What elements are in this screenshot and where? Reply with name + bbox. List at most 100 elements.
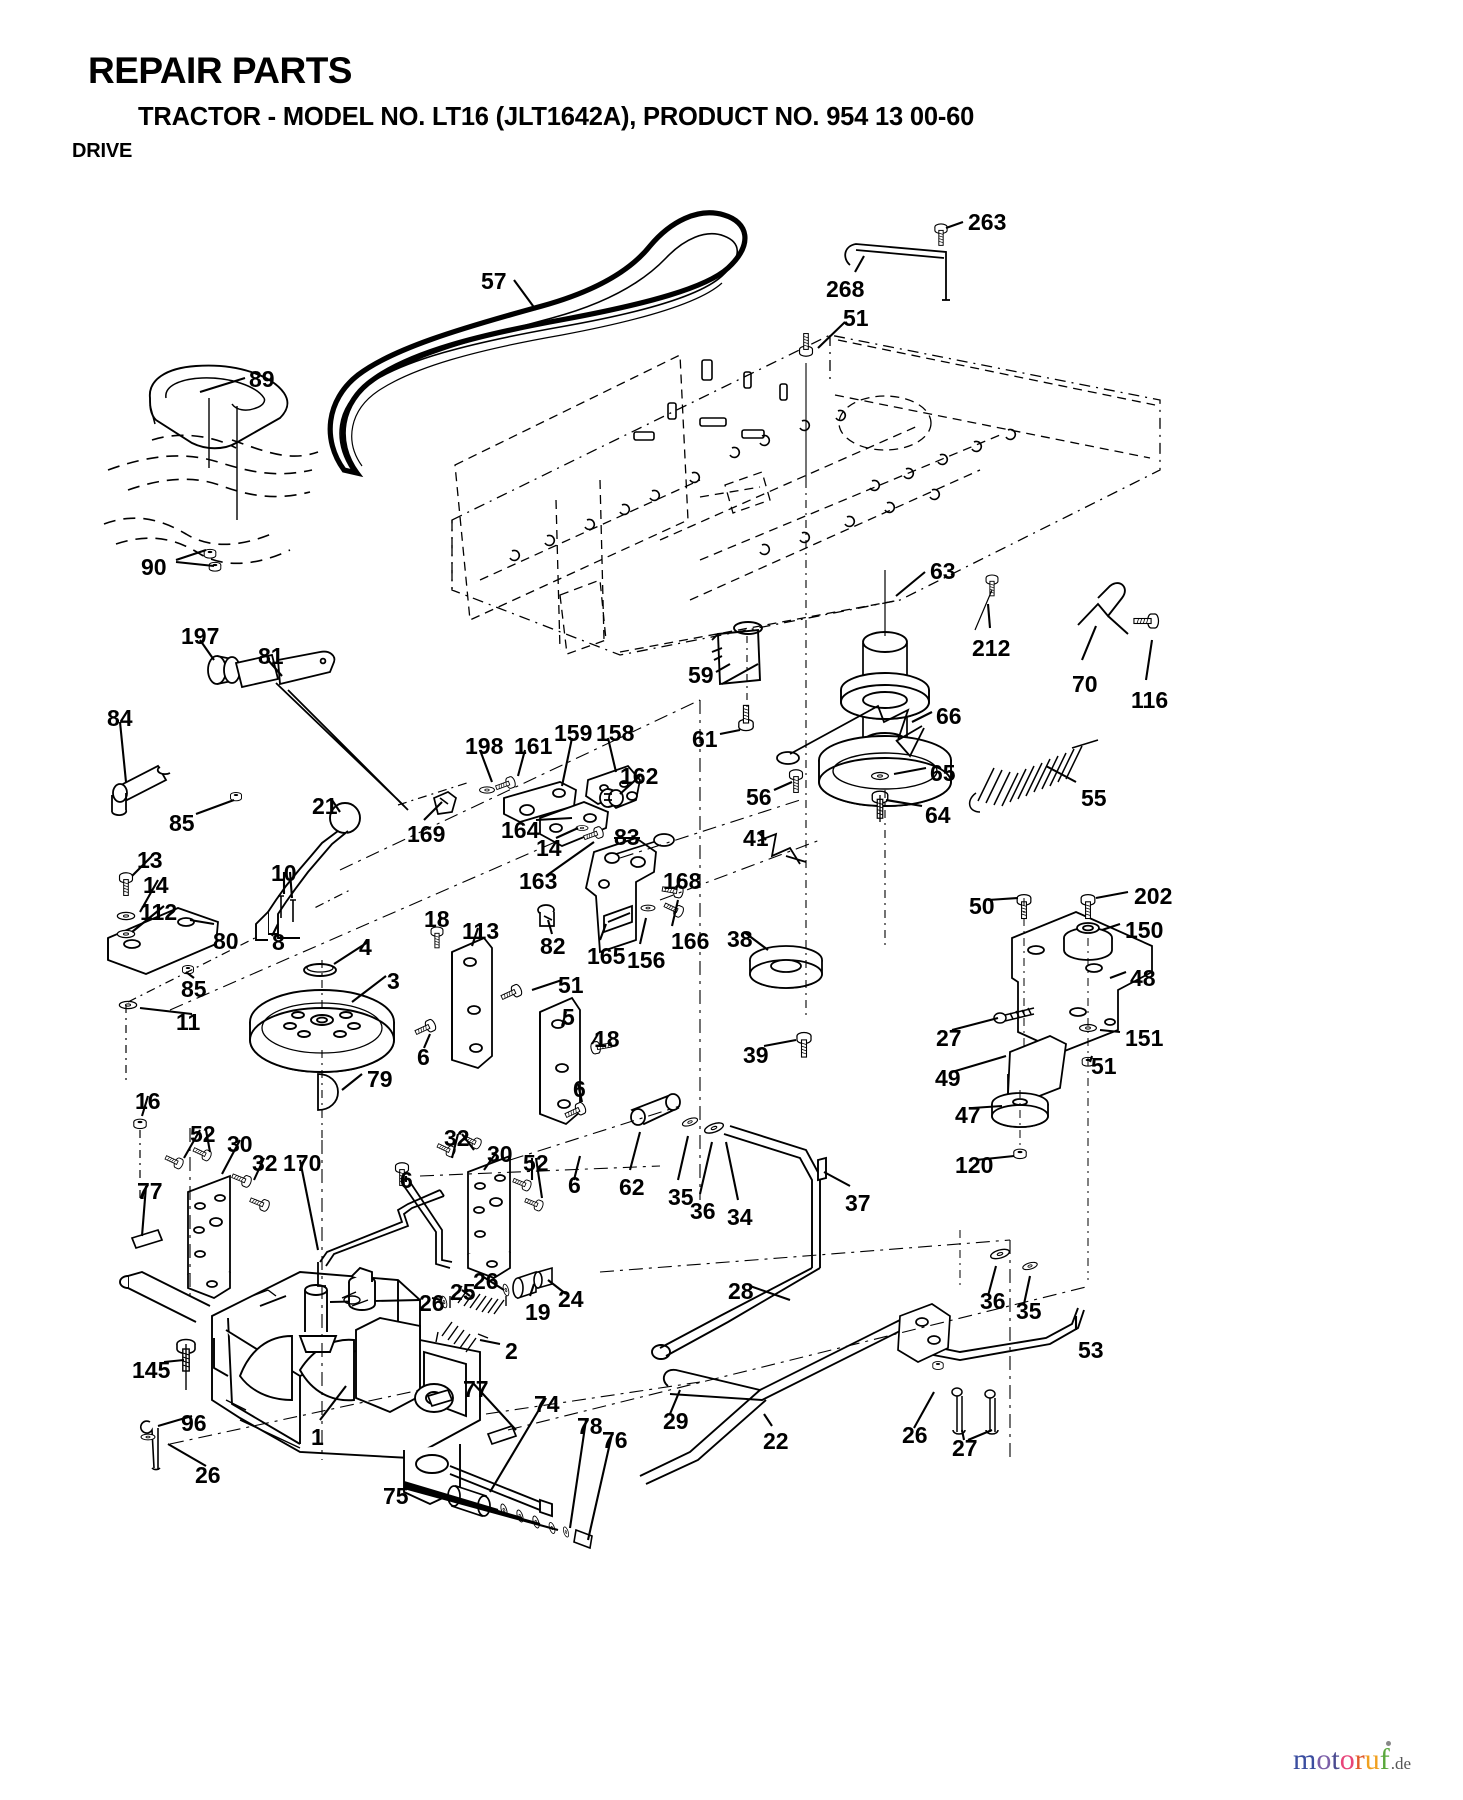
bolt-51-top: [798, 332, 814, 480]
nut-19: [512, 1270, 537, 1300]
washer-198: [479, 786, 495, 794]
part-callout-39: 39: [743, 1042, 769, 1068]
frame-detail-dashes: [454, 339, 1156, 655]
part-callout-79: 79: [367, 1066, 393, 1092]
part-callout-35b: 35: [1016, 1298, 1042, 1324]
watermark-tld: .de: [1390, 1754, 1411, 1773]
nut-24: [533, 1266, 553, 1290]
bolt-161: [493, 775, 518, 794]
part-callout-212: 212: [972, 635, 1011, 661]
watermark-letter-m: m: [1293, 1743, 1317, 1776]
bracket-5: [539, 996, 581, 1126]
part-callout-57: 57: [481, 268, 507, 294]
watermark-letter-f: f: [1379, 1743, 1390, 1776]
part-callout-85b: 85: [181, 976, 207, 1002]
part-callout-48: 48: [1130, 965, 1156, 991]
part-callout-151: 151: [1125, 1025, 1164, 1051]
watermark-letter-u: u: [1364, 1743, 1380, 1776]
part-callout-30b: 30: [487, 1141, 513, 1167]
watermark-letter-t: t: [1331, 1743, 1340, 1776]
part-callout-83: 83: [614, 824, 640, 850]
bolt-52-c: [511, 1174, 533, 1193]
part-callout-29: 29: [663, 1408, 689, 1434]
part-callout-13: 13: [137, 847, 163, 873]
bushing-162: [599, 788, 624, 808]
part-callout-56: 56: [746, 784, 772, 810]
part-callout-50: 50: [969, 893, 995, 919]
washer-14-left: [116, 911, 136, 921]
key-77-c: [426, 1388, 454, 1408]
mount-plate-30-left: [187, 1174, 231, 1300]
part-callout-145: 145: [132, 1357, 171, 1383]
part-callout-81: 81: [258, 643, 284, 669]
pin-83: [615, 833, 675, 855]
part-callout-96: 96: [181, 1410, 207, 1436]
part-callout-158: 158: [596, 720, 635, 746]
part-callout-161: 161: [514, 733, 553, 759]
part-callout-197: 197: [181, 623, 220, 649]
part-callout-25: 25: [450, 1279, 476, 1305]
part-callout-62: 62: [619, 1174, 645, 1200]
part-callout-34: 34: [727, 1204, 753, 1230]
bolt-6-a: [412, 1017, 438, 1039]
spring-25: [449, 1285, 507, 1315]
part-callout-116: 116: [1131, 687, 1169, 713]
part-callout-10: 10: [271, 860, 297, 886]
washer-35-a: [680, 1115, 700, 1129]
bolt-50: [1016, 893, 1032, 1060]
bracket-165: [584, 837, 657, 954]
part-callout-84: 84: [107, 705, 133, 731]
nut-16: [133, 1118, 147, 1130]
frame-fastener-marks: [509, 359, 1017, 562]
nut-120: [1013, 1148, 1027, 1160]
bolt-32-a: [229, 1170, 254, 1189]
pin-263: [934, 223, 948, 246]
washer-156: [640, 904, 656, 912]
part-callout-51b: 51: [558, 972, 584, 998]
part-callout-6d: 6: [568, 1172, 581, 1198]
part-callout-156: 156: [627, 947, 666, 973]
part-callout-14a: 14: [536, 835, 562, 861]
part-callout-64: 64: [925, 802, 951, 828]
part-callout-47: 47: [955, 1102, 981, 1128]
watermark-letter-r: r: [1354, 1743, 1365, 1776]
bushing-197: [207, 655, 241, 685]
part-callout-30a: 30: [227, 1131, 253, 1157]
part-callout-36a: 36: [690, 1198, 716, 1224]
part-callout-162: 162: [620, 763, 659, 789]
steering-shaft-81: [234, 650, 409, 811]
drive-pulley-3: [249, 989, 395, 1073]
footrest-pad-89: [149, 364, 289, 450]
part-callout-202: 202: [1134, 883, 1173, 909]
part-callout-59: 59: [688, 662, 714, 688]
part-callout-77b: 77: [463, 1376, 489, 1402]
transaxle-detail: [225, 1289, 369, 1449]
part-callout-164: 164: [501, 817, 540, 843]
cotter-27-a: [993, 1007, 1035, 1024]
link-164: [539, 801, 609, 847]
part-callout-112: 112: [140, 899, 178, 925]
part-callout-21: 21: [312, 793, 338, 819]
nut-90-b: [208, 561, 222, 572]
watermark-letter-o2: o: [1339, 1743, 1355, 1776]
part-callout-26d: 26: [195, 1462, 221, 1488]
part-callout-32b: 32: [252, 1150, 278, 1176]
part-callout-49: 49: [935, 1065, 961, 1091]
bracket-lower-right: [897, 1303, 951, 1363]
part-callout-52a: 52: [190, 1121, 216, 1147]
nut-26-right: [932, 1361, 944, 1370]
part-callout-6b: 6: [573, 1076, 586, 1102]
washer-65: [871, 771, 889, 781]
part-callout-4: 4: [359, 934, 372, 960]
part-callout-22: 22: [763, 1428, 789, 1454]
part-callout-263: 263: [968, 209, 1007, 235]
bracket-113: [451, 936, 493, 1070]
shift-lever-21: [255, 802, 361, 941]
bolt-61: [738, 704, 754, 732]
bolt-116: [1133, 613, 1160, 629]
part-callout-37: 37: [845, 1190, 871, 1216]
part-callout-80: 80: [213, 928, 239, 954]
part-callout-89: 89: [249, 366, 275, 392]
part-callout-163: 163: [519, 868, 558, 894]
